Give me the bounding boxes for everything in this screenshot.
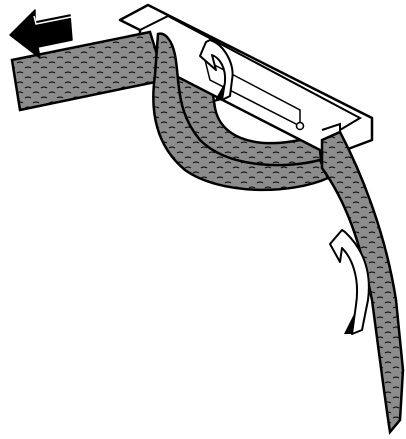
diagram-canvas xyxy=(0,0,406,439)
